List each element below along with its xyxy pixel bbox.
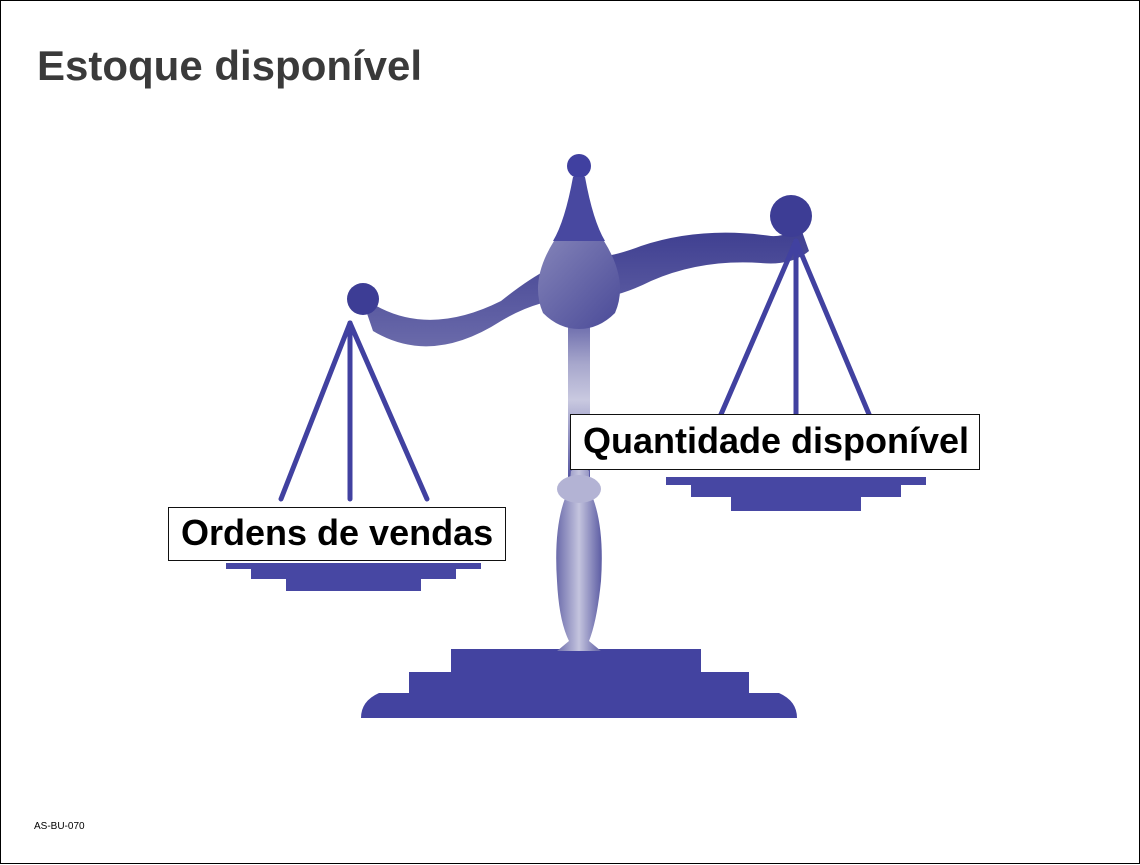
sales-orders-label: Ordens de vendas [168, 507, 507, 561]
scale-column [556, 301, 602, 651]
scale-base [361, 649, 797, 718]
slide-code: AS-BU-070 [34, 821, 85, 832]
scale-hub [537, 241, 621, 329]
scale-left-chains [278, 320, 430, 502]
scale-finial [553, 154, 605, 241]
scale-right-chains [716, 238, 874, 422]
scale-left-pan [226, 563, 481, 591]
slide-title: Estoque disponível [37, 42, 423, 89]
available-quantity-label: Quantidade disponível [570, 414, 981, 470]
scale-right-pan [666, 477, 926, 511]
